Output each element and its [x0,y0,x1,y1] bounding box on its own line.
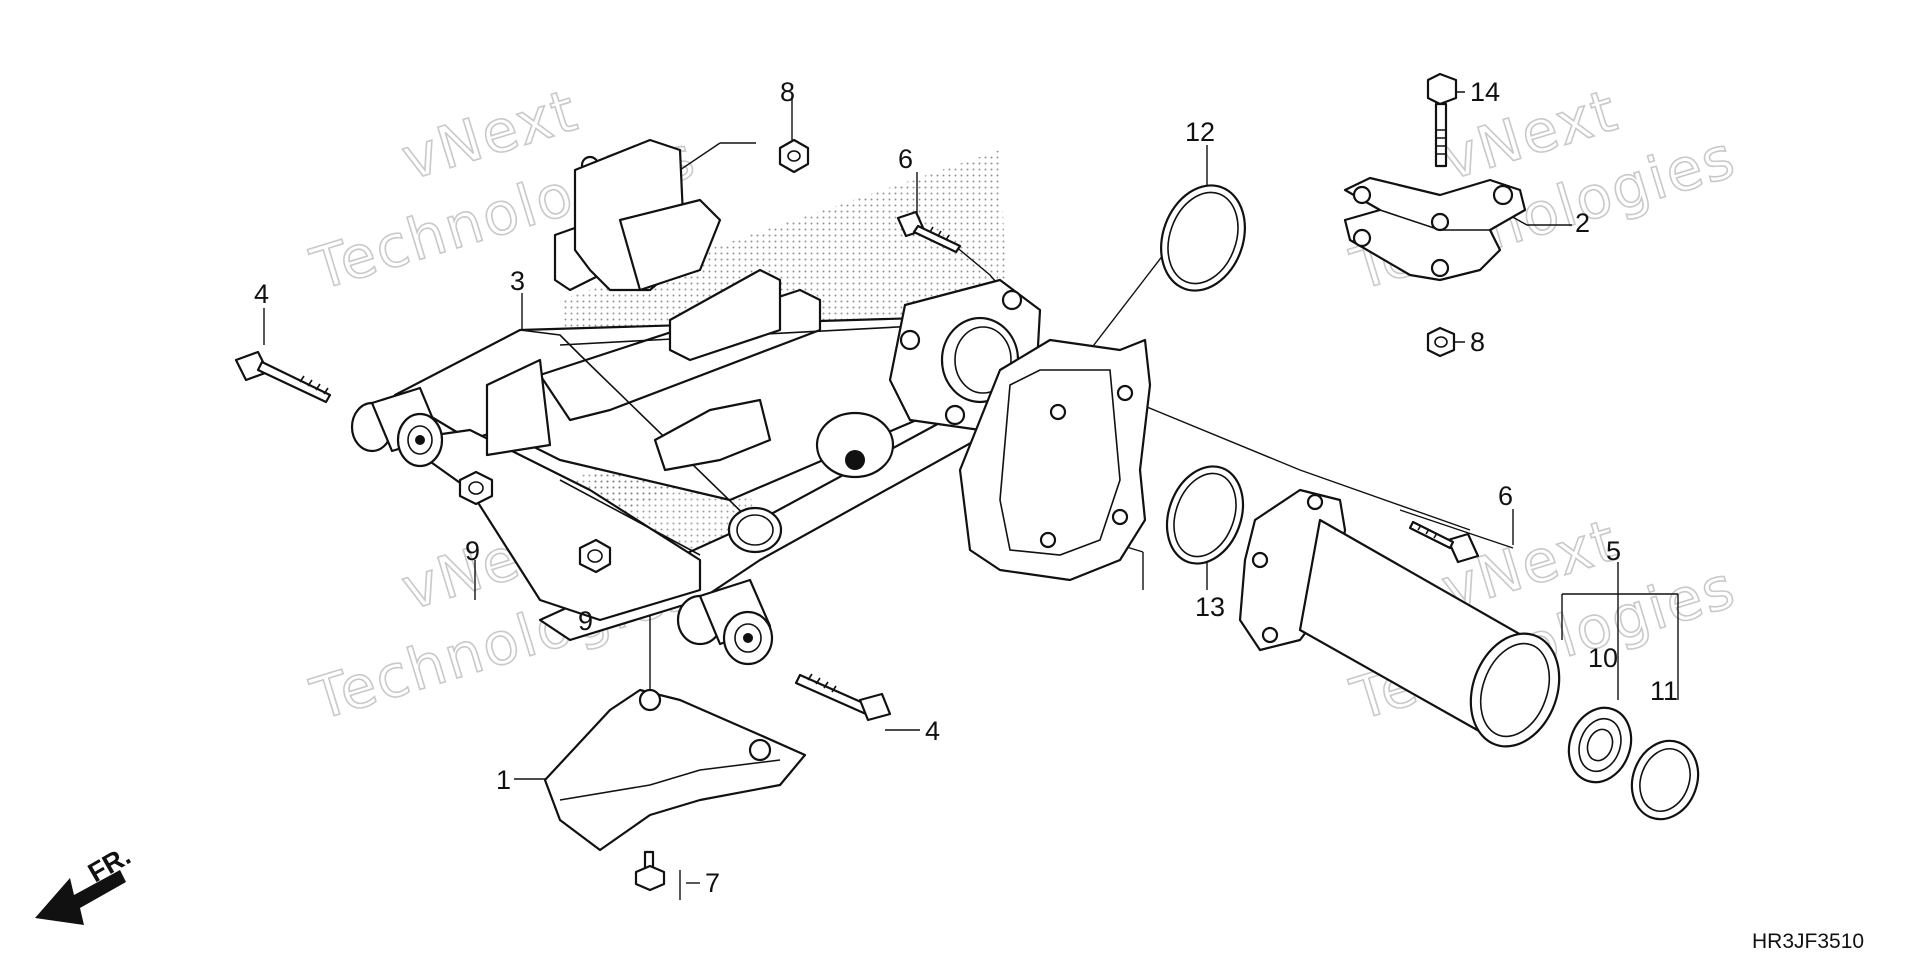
front-direction-arrow-icon: FR. [35,840,136,925]
callout-6-lower: 6 [1498,481,1513,511]
callout-14: 14 [1470,77,1500,107]
callout-9-upper: 9 [465,536,480,566]
front-direction-label: FR. [83,840,136,888]
pivot-bushing-lower[interactable] [676,578,774,666]
nut-9-lower[interactable] [578,538,612,574]
callout-10: 10 [1588,643,1618,673]
callout-12: 12 [1185,117,1215,147]
callout-3: 3 [510,266,525,296]
seal-11[interactable] [1621,731,1709,828]
callout-9-lower: 9 [578,606,593,636]
bolt-6-lower[interactable] [1408,520,1480,564]
diagram-code: HR3JF3510 [1752,930,1864,953]
callout-4-upper: 4 [254,279,269,309]
callout-6-upper: 6 [898,144,913,174]
bolt-4-upper[interactable] [234,350,332,404]
callout-4-lower: 4 [925,716,940,746]
callout-11: 11 [1650,676,1678,706]
nut-8-lower[interactable] [1426,326,1456,358]
bolt-14[interactable] [1426,72,1458,168]
callout-8-lower: 8 [1470,327,1485,357]
skid-plate-1[interactable] [543,688,807,852]
callout-7: 7 [705,868,720,898]
callout-1: 1 [496,765,511,795]
callout-labels: 8 6 12 14 2 8 4 3 9 9 13 6 5 10 11 4 1 7 [254,77,1678,898]
callout-8-upper: 8 [780,77,795,107]
bearing-10[interactable] [1559,699,1641,791]
nut-8-upper[interactable] [778,138,810,174]
nut-9-upper[interactable] [458,470,494,506]
pivot-bushing-upper[interactable] [350,386,444,468]
bracket-2[interactable] [1343,176,1527,282]
axle-housing-5[interactable] [1238,488,1574,759]
o-ring-12[interactable] [1147,174,1259,303]
bolt-4-lower[interactable] [794,673,892,722]
o-ring-13[interactable] [1154,456,1256,575]
bolt-7[interactable] [634,850,666,892]
callout-5: 5 [1606,536,1621,566]
side-mounting-plate[interactable] [958,338,1152,582]
callout-2: 2 [1575,208,1590,238]
bolt-6-upper[interactable] [896,210,962,254]
callout-13: 13 [1195,592,1225,622]
